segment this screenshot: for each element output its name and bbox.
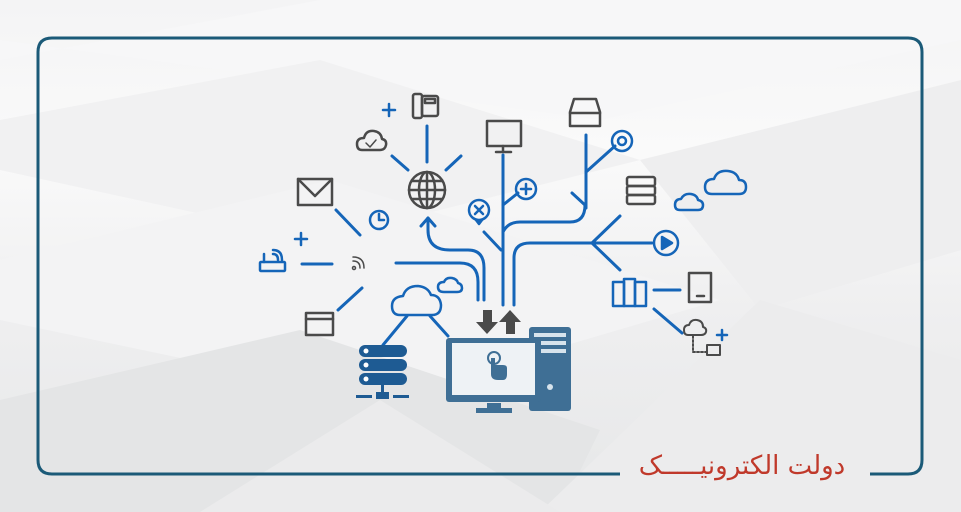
cloud-network-laptop-icon [683, 318, 721, 356]
clouds-icon [673, 169, 748, 212]
clock-icon [368, 209, 390, 231]
target-icon [610, 129, 634, 153]
phone-icon [411, 92, 440, 120]
plus-icon-left [293, 231, 309, 247]
server-rack-icon [625, 175, 657, 206]
monitor-icon [485, 119, 523, 154]
location-x-icon [467, 198, 491, 226]
router-icon [258, 248, 287, 273]
computer-icon [446, 327, 571, 413]
plus-icon-right [715, 328, 729, 342]
tablet-icon [687, 271, 713, 304]
browser-window-icon [304, 311, 335, 337]
caption-title: دولت الکترونیـــــک [638, 451, 846, 481]
cloud-check-icon [355, 129, 388, 152]
globe-icon [407, 170, 447, 210]
server-stack-icon [356, 345, 409, 399]
transfer-arrows-icon [476, 310, 521, 334]
cloud-icon [390, 276, 464, 317]
plus-icon [381, 102, 397, 118]
hard-drive-icon [568, 97, 602, 128]
play-icon [652, 229, 680, 257]
mail-icon [296, 177, 334, 207]
wifi-icon [351, 256, 365, 271]
server-cluster-icon [611, 277, 648, 308]
add-circle-icon [514, 177, 538, 201]
